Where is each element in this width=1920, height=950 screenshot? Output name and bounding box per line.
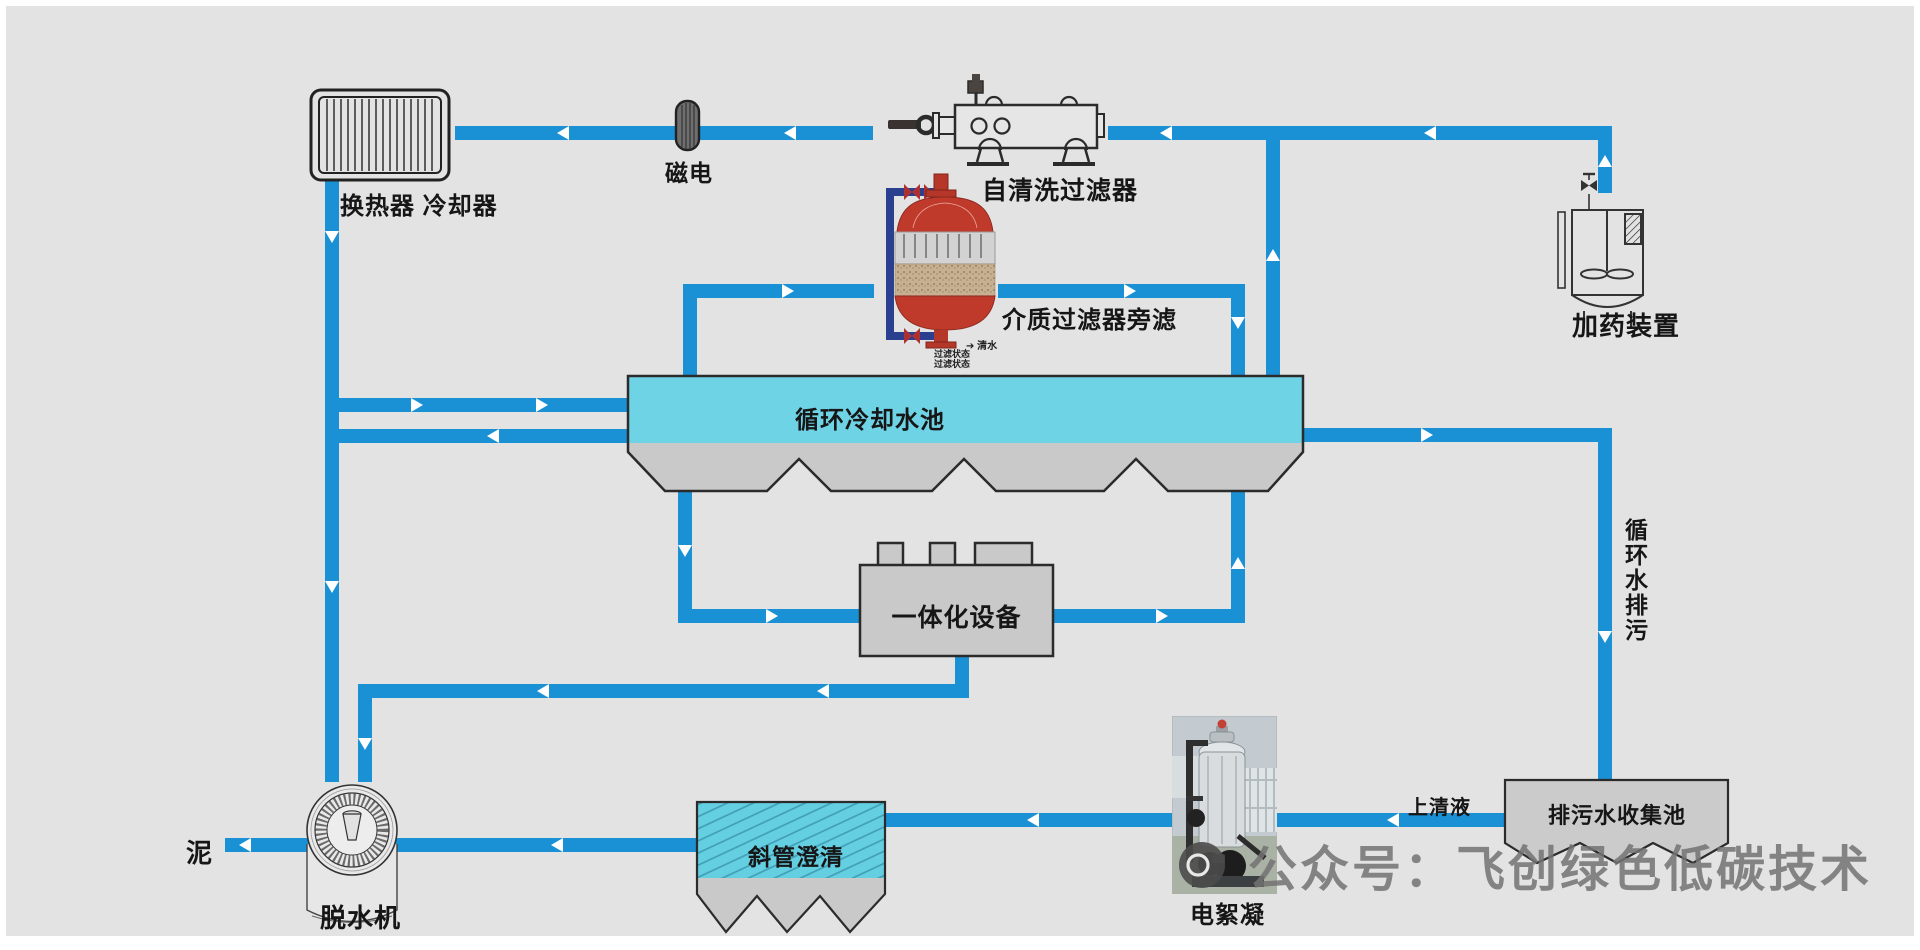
mud-label: 泥 — [186, 838, 214, 868]
flow-arrow-right — [536, 398, 548, 412]
magnetic-label: 磁电 — [665, 160, 713, 186]
flow-arrow-left — [239, 838, 251, 852]
pipe-blowdown-vertical — [1598, 428, 1612, 780]
flow-arrow-left — [1027, 813, 1039, 827]
electrocoagulation-label: 电絮凝 — [1190, 902, 1265, 929]
flow-arrow-up — [1598, 155, 1612, 167]
magnetic-unit-icon — [674, 99, 701, 152]
frame-top — [0, 0, 1920, 6]
pipe-bypass-return-v — [1231, 284, 1245, 376]
watermark-logo-icon — [1179, 842, 1225, 888]
flow-arrow-up — [1266, 249, 1280, 261]
frame-bottom — [0, 936, 1920, 950]
integrated-equipment-label: 一体化设备 — [891, 604, 1022, 632]
clarifier-shape — [695, 800, 887, 934]
flow-arrow-down — [358, 738, 372, 750]
flow-arrow-right — [1156, 609, 1168, 623]
dewatering-label: 脱水机 — [320, 903, 402, 933]
flow-arrow-left — [487, 429, 499, 443]
flow-arrow-right — [782, 284, 794, 298]
flow-arrow-down — [1598, 631, 1612, 643]
flow-arrow-left — [817, 684, 829, 698]
flow-arrow-down — [325, 581, 339, 593]
media-filter-icon — [886, 173, 996, 349]
frame-right — [1914, 0, 1920, 950]
pipe-pool-underflow — [325, 429, 630, 443]
dosing-device-label: 加药装置 — [1572, 311, 1681, 341]
dosing-device-icon — [1557, 172, 1644, 328]
flow-arrow-right — [1421, 428, 1433, 442]
media-filter-flow-note: ➔ 清水 — [966, 341, 998, 352]
watermark-text: 公众号：飞创绿色低碳技术 — [1248, 843, 1873, 897]
media-filter-label: 介质过滤器旁滤 — [1002, 307, 1177, 334]
flow-arrow-left — [557, 126, 569, 140]
cooling-pool-label: 循环冷却水池 — [795, 407, 945, 434]
flow-arrow-right — [1124, 284, 1136, 298]
self-cleaning-filter-icon — [888, 74, 1105, 166]
flow-arrow-down — [325, 231, 339, 243]
media-filter-caption-line1: 过滤状态 — [933, 349, 970, 359]
pipe-heat-exchanger-return — [325, 398, 630, 412]
frame-left — [0, 0, 6, 950]
self-cleaning-filter-label: 自清洗过滤器 — [982, 177, 1139, 205]
pipe-blowdown-horizontal — [1303, 428, 1612, 442]
flow-arrow-down — [678, 545, 692, 557]
electrocoagulation-photo — [1172, 716, 1277, 894]
blowdown-vertical-label: 循 环 水 排 污 — [1625, 517, 1649, 643]
pipe-sludge-drop — [358, 684, 372, 782]
dewatering-machine-icon — [306, 784, 398, 923]
collection-pool-label: 排污水收集池 — [1547, 803, 1686, 828]
media-filter-caption-line2: 过滤状态 — [933, 359, 970, 369]
pipe-bypass-return-h — [998, 284, 1245, 298]
flow-arrow-left — [1424, 126, 1436, 140]
collection-pool-shape — [1503, 778, 1730, 865]
flow-arrow-up — [1231, 557, 1245, 569]
pipe-equipment-out — [1053, 609, 1245, 623]
integrated-equipment-icon — [858, 541, 1055, 658]
cooling-pool-shape — [626, 374, 1305, 493]
supernatant-label: 上清液 — [1408, 797, 1471, 819]
pipe-heat-exchanger-vertical — [325, 181, 339, 782]
pipe-clarifier-out — [392, 838, 697, 852]
flow-arrow-left — [551, 838, 563, 852]
pipe-sludge-horizontal — [358, 684, 969, 698]
pipe-top-left — [455, 126, 873, 140]
flow-arrow-left — [1160, 126, 1172, 140]
flow-arrow-left — [1387, 813, 1399, 827]
heat-exchanger-icon — [309, 88, 451, 182]
pipe-bypass-riser — [683, 284, 697, 378]
clarifier-label: 斜管澄清 — [748, 844, 844, 870]
pipe-pool-drop-left — [678, 491, 692, 623]
flow-arrow-left — [537, 684, 549, 698]
flow-arrow-right — [766, 609, 778, 623]
pipe-bypass-feed — [683, 284, 874, 298]
flow-arrow-right — [411, 398, 423, 412]
heat-exchanger-label: 换热器 冷却器 — [340, 193, 498, 220]
flow-arrow-down — [1231, 317, 1245, 329]
pipe-top-right — [1108, 126, 1612, 140]
flow-arrow-left — [784, 126, 796, 140]
